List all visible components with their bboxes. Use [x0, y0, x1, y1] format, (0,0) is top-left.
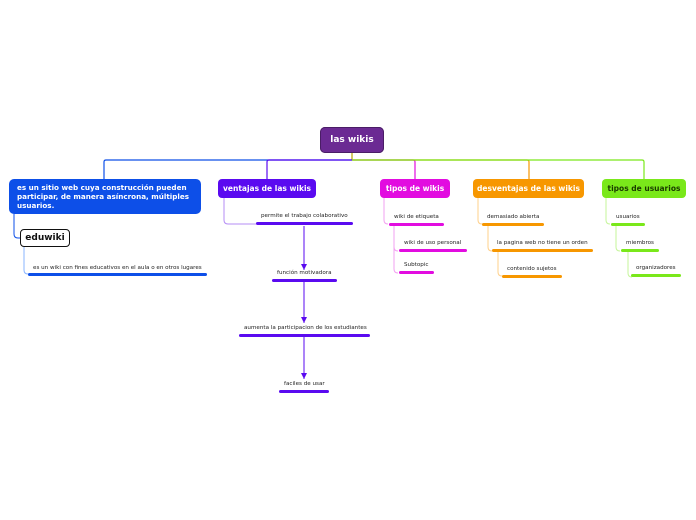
ventajas-item-4[interactable]: faciles de usar: [284, 381, 325, 387]
tipos-item-2-underline: [399, 249, 467, 252]
branch-tipos[interactable]: tipos de wikis: [380, 179, 450, 198]
eduwiki-node[interactable]: eduwiki: [20, 229, 70, 247]
ventajas-item-2-underline: [272, 279, 337, 282]
ventajas-item-4-underline: [279, 390, 329, 393]
tipos-item-2[interactable]: wiki de uso personal: [404, 240, 462, 246]
eduwiki-child-label[interactable]: es un wiki con fines educativos en el au…: [33, 265, 202, 271]
eduwiki-child-underline: [28, 273, 207, 276]
tipos-item-1-underline: [389, 223, 444, 226]
desventajas-item-1[interactable]: demasiado abierta: [487, 214, 540, 220]
usuarios-item-2[interactable]: miembros: [626, 240, 654, 246]
branch-definition-label: es un sitio web cuya construcción pueden…: [17, 183, 190, 210]
tipos-item-1[interactable]: wiki de etiqueta: [394, 214, 439, 220]
branch-ventajas-label: ventajas de las wikis: [223, 184, 311, 193]
ventajas-item-1-underline: [256, 222, 353, 225]
branch-desventajas-label: desventajas de las wikis: [477, 184, 580, 193]
branch-ventajas[interactable]: ventajas de las wikis: [218, 179, 316, 198]
branch-usuarios-label: tipos de usuarios: [607, 184, 681, 193]
root-label: las wikis: [330, 135, 374, 145]
usuarios-item-1[interactable]: usuarios: [616, 214, 640, 220]
ventajas-item-2[interactable]: función motivadora: [277, 270, 332, 276]
ventajas-item-3[interactable]: aumenta la participacion de los estudian…: [244, 325, 367, 331]
desventajas-item-3-underline: [502, 275, 562, 278]
eduwiki-label: eduwiki: [25, 233, 65, 243]
tipos-item-3-underline: [399, 271, 434, 274]
tipos-item-3[interactable]: Subtopic: [404, 262, 429, 268]
branch-usuarios[interactable]: tipos de usuarios: [602, 179, 686, 198]
usuarios-item-3-underline: [631, 274, 681, 277]
root-node[interactable]: las wikis: [320, 127, 384, 153]
branch-desventajas[interactable]: desventajas de las wikis: [473, 179, 584, 198]
branch-definition[interactable]: es un sitio web cuya construcción pueden…: [9, 179, 201, 214]
desventajas-item-3[interactable]: contenido sujetos: [507, 266, 557, 272]
desventajas-item-2-underline: [492, 249, 593, 252]
desventajas-item-2[interactable]: la pagina web no tiene un orden: [497, 240, 588, 246]
usuarios-item-2-underline: [621, 249, 659, 252]
ventajas-item-1[interactable]: permite el trabajo colaborativo: [261, 213, 348, 219]
ventajas-item-3-underline: [239, 334, 370, 337]
branch-tipos-label: tipos de wikis: [385, 184, 445, 193]
usuarios-item-1-underline: [611, 223, 645, 226]
desventajas-item-1-underline: [482, 223, 544, 226]
usuarios-item-3[interactable]: organizadores: [636, 265, 676, 271]
